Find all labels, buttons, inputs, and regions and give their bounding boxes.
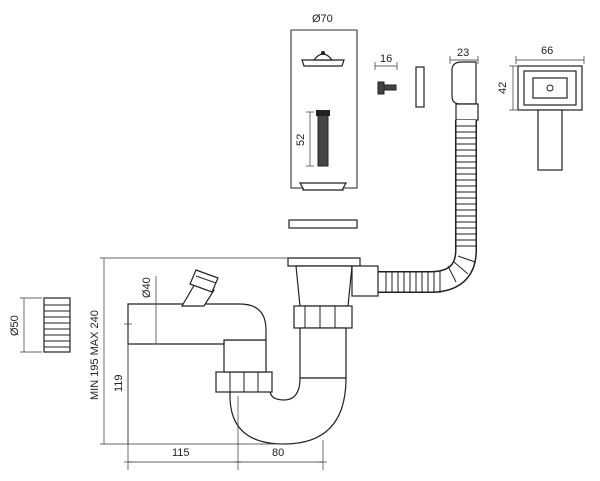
overflow-screw: 16 (374, 53, 398, 95)
gasket-plate (288, 219, 358, 229)
outlet-height-label: 119 (113, 374, 125, 392)
strainer-screw (317, 111, 329, 167)
outlet-diameter-label: Ø40 (141, 277, 153, 298)
outlet-arm (127, 303, 267, 345)
spare-hose: Ø50 (9, 297, 71, 353)
hose-diameter-label: Ø50 (9, 315, 21, 336)
siphon-body (127, 257, 379, 445)
screw-16-label: 16 (380, 53, 392, 65)
height-range-label: MIN 195 MAX 240 (89, 310, 101, 400)
strainer-diameter-label: Ø70 (312, 13, 333, 25)
overflow-hose (378, 120, 477, 293)
drain-body (295, 265, 353, 307)
trap-offset-label: 115 (172, 447, 190, 459)
overflow-height-label: 42 (497, 82, 509, 94)
overflow-cover: 66 42 (497, 45, 585, 171)
overflow-elbow: 23 (449, 47, 479, 121)
overflow-depth-label: 23 (457, 47, 469, 59)
strainer-cap (301, 59, 345, 67)
strainer-assembly: Ø70 52 (290, 13, 358, 191)
overflow-width-label: 66 (541, 45, 553, 57)
trap-width-label: 80 (272, 447, 284, 459)
overflow-connector (351, 265, 379, 297)
u-bend (229, 377, 347, 445)
screw-length-label: 52 (295, 134, 307, 146)
overflow-gasket (415, 66, 425, 108)
